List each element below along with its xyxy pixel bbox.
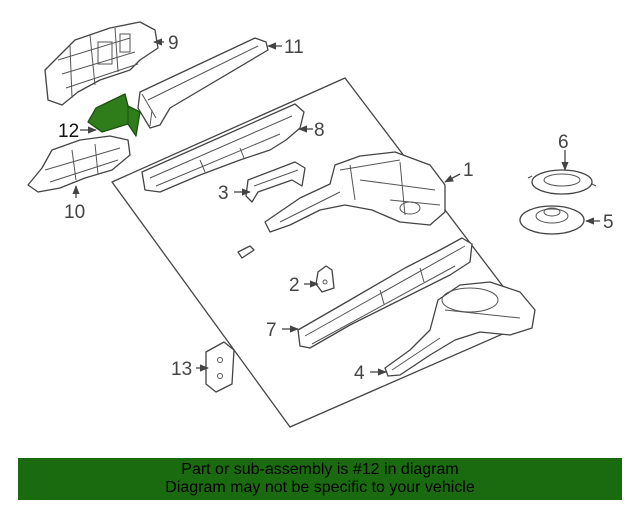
part-5-spring-seat[interactable]	[519, 205, 585, 235]
callout-8: 8	[314, 120, 325, 141]
callout-3: 3	[218, 183, 229, 204]
callout-7: 7	[266, 320, 277, 341]
callout-11: 11	[284, 37, 304, 58]
callout-9: 9	[168, 33, 179, 54]
part-2-bracket[interactable]	[315, 265, 335, 293]
part-9-front-frame[interactable]	[44, 21, 159, 106]
callout-10: 10	[64, 202, 85, 223]
leader-lines	[72, 38, 600, 376]
part-7-side-member[interactable]	[297, 237, 473, 349]
info-banner: Part or sub-assembly is #12 in diagram D…	[18, 458, 622, 500]
callout-5: 5	[603, 212, 614, 233]
part-12-bracket-highlighted[interactable]	[87, 93, 141, 137]
callout-4: 4	[354, 363, 365, 384]
callout-1: 1	[463, 160, 474, 181]
callout-6: 6	[558, 132, 569, 153]
part-6-insulator[interactable]	[527, 169, 597, 195]
part-13-plate[interactable]	[205, 341, 235, 393]
parts-diagram: 9 11 12 8 6 1 3 10 5 2 7 13 4	[27, 21, 614, 428]
banner-line-1: Part or sub-assembly is #12 in diagram	[181, 461, 459, 478]
callout-13: 13	[171, 359, 192, 380]
part-1-floor-crossmember[interactable]	[264, 151, 446, 233]
part-10-lower-frame[interactable]	[27, 135, 131, 193]
callout-12: 12	[58, 121, 79, 142]
part-8-side-rail[interactable]	[141, 103, 305, 193]
banner-line-2: Diagram may not be specific to your vehi…	[165, 479, 475, 496]
part-11-rail[interactable]	[137, 37, 269, 129]
callout-2: 2	[289, 275, 300, 296]
part-4-rear-floor[interactable]	[384, 281, 536, 377]
small-clip[interactable]	[237, 245, 255, 259]
part-3-bracket[interactable]	[245, 161, 306, 203]
